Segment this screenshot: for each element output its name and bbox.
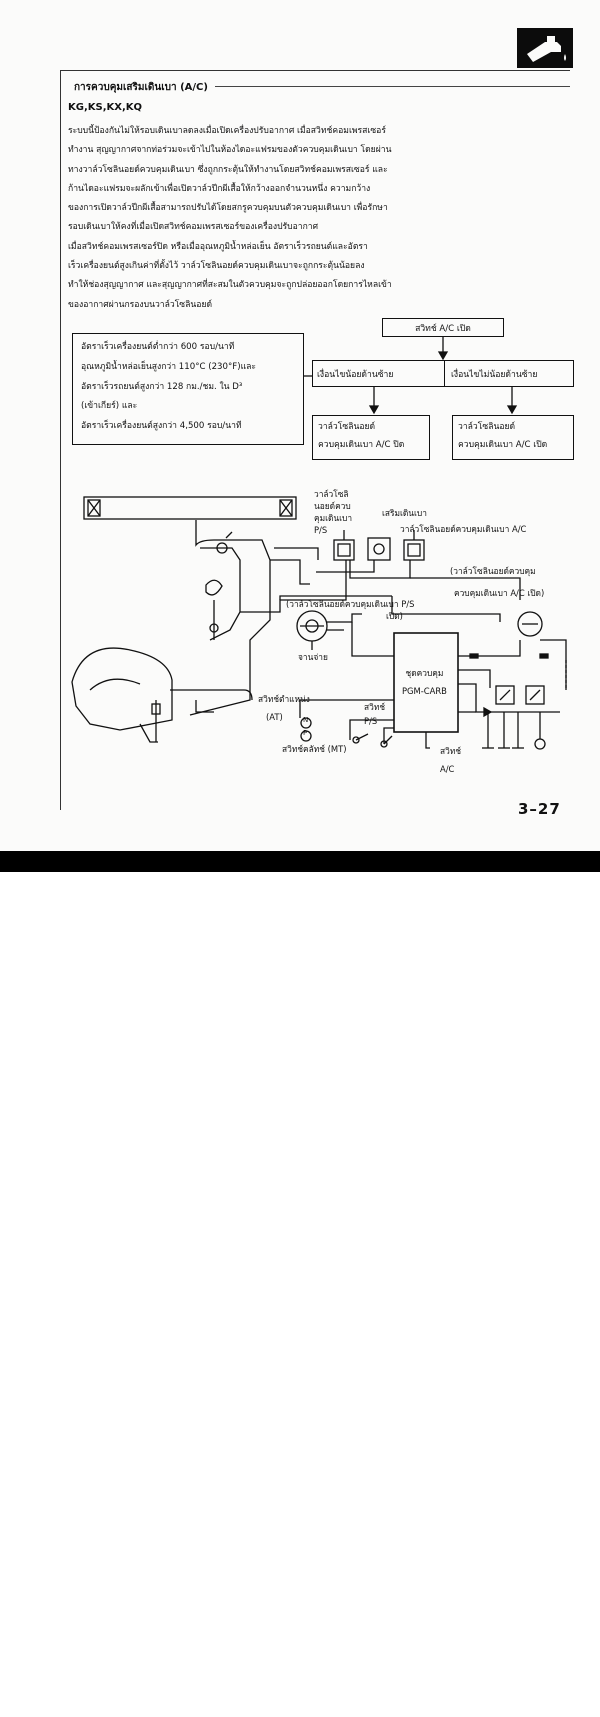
- clutch-switch-label: สวิทช์คลัทช์ (MT): [282, 744, 347, 754]
- ps-switch-label: สวิทช์ P/S: [364, 700, 385, 728]
- condition-line: อุณหภูมิน้ำหล่อเย็นสูงกว่า 110°C (230°F)…: [81, 361, 256, 372]
- ps-switch-line: สวิทช์: [364, 702, 386, 712]
- model-codes: KG,KS,KX,KQ: [68, 102, 143, 113]
- paragraph-line: ของอากาศผ่านกรองบนวาล์วโซลินอยด์: [68, 299, 213, 310]
- ecu-label-line: ชุดควบคุม: [405, 668, 444, 678]
- flow-cond-met: เงื่อนไขไม่น้อยด้านซ้าย: [451, 370, 538, 380]
- paragraph-line: ทำงาน สุญญากาศจากท่อร่วมจะเข้าไปในห้องได…: [68, 145, 392, 156]
- condition-line: อัตราเร็วรถยนต์สูงกว่า 128 กม./ชม. ใน D³: [81, 381, 243, 392]
- n-mark: N: [303, 716, 309, 724]
- fast-idle-label: เสริมเดินเบา: [382, 508, 427, 518]
- flow-cond-divider: [444, 361, 445, 386]
- valve-off-line: วาล์วโซลินอยด์: [318, 422, 376, 432]
- ps-switch-line: P/S: [364, 716, 378, 726]
- ps-valve-label: วาล์วโซลิ นอยด์ควบ คุมเดินเบา P/S: [314, 488, 352, 536]
- fuel-nozzle-icon: [517, 28, 573, 68]
- paragraph-line: ทางวาล์วโซลินอยด์ควบคุมเดินเบา ซึ่งถูกกร…: [68, 164, 388, 175]
- ps-valve-label-line: นอยด์ควบ: [314, 501, 351, 511]
- ecu-label-line: PGM-CARB: [402, 686, 447, 696]
- position-switch-line: (AT): [266, 712, 283, 722]
- frame-left-rule: [60, 70, 61, 810]
- p-mark: P: [303, 729, 308, 737]
- ps-valve-open-line: เปิด): [386, 611, 403, 621]
- position-switch-line: สวิทช์ตำแหน่ง: [258, 694, 310, 704]
- ac-valve-label: วาล์วโซลินอยด์ควบคุมเดินเบา A/C: [400, 524, 527, 534]
- description-paragraph: ระบบนี้ป้องกันไม่ให้รอบเดินเบาลดลงเมื่อเ…: [68, 122, 508, 315]
- valve-on-line: วาล์วโซลินอยด์: [458, 422, 516, 432]
- position-switch-label: สวิทช์ตำแหน่ง (AT): [258, 690, 310, 726]
- flow-ac-switch-on: สวิทช์ A/C เปิด: [382, 318, 504, 337]
- valve-off-line: ควบคุมเดินเบา A/C ปิด: [318, 440, 405, 450]
- ac-switch-line: สวิทช์: [440, 746, 462, 756]
- ecu-label: ชุดควบคุม PGM-CARB: [402, 664, 447, 700]
- flow-valve-on: วาล์วโซลินอยด์ ควบคุมเดินเบา A/C เปิด: [452, 415, 574, 460]
- paragraph-line: ก้านไดอะแฟรมจะผลักเข้าเพื่อเปิดวาล์วปีกผ…: [68, 183, 371, 194]
- manual-page: การควบคุมเสริมเดินเบา (A/C) KG,KS,KX,KQ …: [60, 28, 574, 818]
- condition-line: อัตราเร็วเครื่องยนต์สูงกว่า 4,500 รอบ/นา…: [81, 421, 242, 432]
- distributor-label: จานจ่าย: [298, 652, 328, 662]
- ac-valve-open-label: (วาล์วโซลินอยด์ควบคุม ควบคุมเดินเบา A/C …: [450, 560, 544, 604]
- paragraph-line: เมื่อสวิทช์คอมเพรสเซอร์ปิด หรือเมื่ออุณห…: [68, 241, 368, 252]
- condition-line: (เข้าเกียร์) และ: [81, 401, 138, 412]
- ac-switch-label: สวิทช์ A/C: [440, 742, 461, 778]
- paragraph-line: รอบเดินเบาให้คงที่เมื่อเปิดสวิทช์คอมเพรส…: [68, 222, 319, 233]
- paragraph-line: ของการเปิดวาล์วปีกผีเสื้อสามารถปรับได้โด…: [68, 203, 388, 214]
- ps-valve-label-line: วาล์วโซลิ: [314, 489, 349, 499]
- paragraph-line: เร็วเครื่องยนต์สูงเกินค่าที่ตั้งไว้ วาล์…: [68, 261, 365, 272]
- valve-on-line: ควบคุมเดินเบา A/C เปิด: [458, 440, 548, 450]
- conditions-box: อัตราเร็วเครื่องยนต์ต่ำกว่า 600 รอบ/นาที…: [72, 333, 304, 445]
- flow-cond-unmet: เงื่อนไขน้อยด้านซ้าย: [317, 370, 394, 380]
- frame-top-rule: [60, 70, 570, 71]
- ps-valve-label-line: P/S: [314, 525, 328, 535]
- flow-valve-off: วาล์วโซลินอยด์ ควบคุมเดินเบา A/C ปิด: [312, 415, 430, 460]
- section-title: การควบคุมเสริมเดินเบา (A/C): [70, 80, 212, 95]
- ps-valve-open-line: (วาล์วโซลินอยด์ควบคุมเดินเบา P/S: [286, 599, 415, 609]
- ps-valve-label-line: คุมเดินเบา: [314, 513, 353, 523]
- flow-conditions-row: เงื่อนไขน้อยด้านซ้าย เงื่อนไขไม่น้อยด้าน…: [312, 360, 574, 387]
- page-number: 3–27: [518, 800, 561, 818]
- condition-line: อัตราเร็วเครื่องยนต์ต่ำกว่า 600 รอบ/นาที: [81, 342, 235, 352]
- host-watermark: [900x1285] https://upic.me/: [415, 1704, 594, 1717]
- image-host-bar: [900x1285] https://upic.me/: [0, 851, 600, 1717]
- section-rule: [215, 86, 570, 87]
- paragraph-line: ระบบนี้ป้องกันไม่ให้รอบเดินเบาลดลงเมื่อเ…: [68, 126, 386, 136]
- paragraph-line: ทำให้ช่องสุญญากาศ และสุญญากาศที่สะสมในตั…: [68, 280, 392, 291]
- ps-valve-open-label: (วาล์วโซลินอยด์ควบคุมเดินเบา P/S เปิด): [286, 598, 414, 622]
- ac-switch-line: A/C: [440, 764, 455, 774]
- ac-valve-open-line: (วาล์วโซลินอยด์ควบคุม: [450, 566, 536, 576]
- ac-valve-open-line: ควบคุมเดินเบา A/C เปิด): [454, 588, 545, 598]
- system-diagram: [71, 337, 567, 750]
